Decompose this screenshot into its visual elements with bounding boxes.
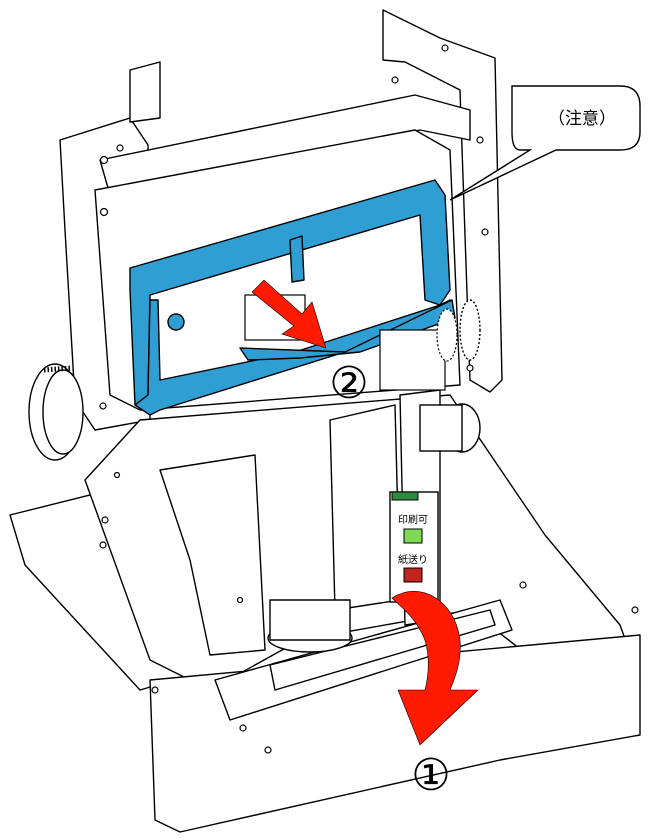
- led-print-ready: [403, 528, 423, 544]
- step-2-label: ②: [329, 358, 368, 409]
- step-1-label: ①: [411, 750, 450, 801]
- side-knobs: [28, 299, 481, 461]
- ribbon-clip: [289, 235, 305, 283]
- indicator-bottom-label: 紙送り: [398, 553, 428, 566]
- left-knob-face: [42, 369, 84, 455]
- left-upright-top: [129, 61, 161, 123]
- indicator-top-label: 印刷可: [398, 514, 428, 526]
- ribbon-knob: [167, 313, 185, 331]
- led-paper-feed: [403, 567, 423, 583]
- caution-text: （注意）: [548, 109, 616, 129]
- back-plate: [382, 9, 503, 393]
- arrow-step-1: [391, 591, 479, 746]
- arrow-step-2: [251, 279, 327, 349]
- mounting-holes: [99, 44, 639, 754]
- control-panel: 印刷可 紙送り: [389, 491, 439, 603]
- left-chute: [159, 454, 266, 656]
- roller-body: [269, 599, 351, 641]
- caution-callout: （注意）: [449, 85, 641, 201]
- right-roller-body: [419, 404, 463, 452]
- ribbon-top: [129, 179, 451, 406]
